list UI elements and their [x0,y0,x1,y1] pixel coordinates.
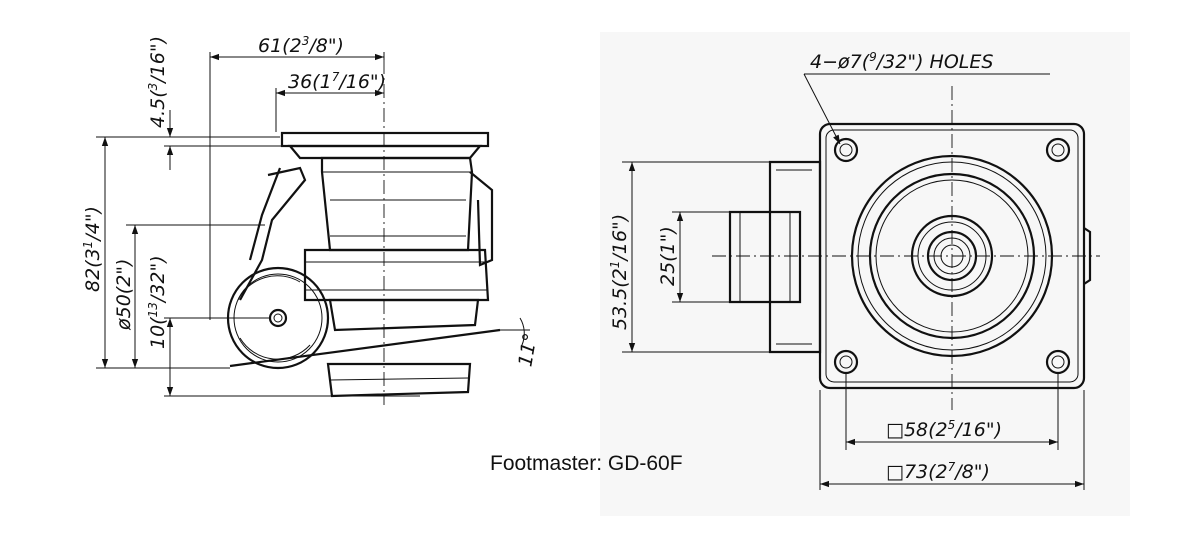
dim-width-total: 61(23/8") [258,34,344,57]
bolt-hole [1045,137,1071,163]
caption: Footmaster: GD-60F [490,452,683,475]
bolt-hole [833,137,859,163]
dim-plate-thickness: 4.5(3/16") [146,36,169,128]
dim-wheel-axle: 10(13/32") [146,255,169,349]
dim-plate-size: □73(27/8") [886,460,990,483]
dim-holes: 4−ø7(9/32") HOLES [810,50,993,73]
top-view-backdrop [600,32,1130,516]
dim-width-offset: 36(17/16") [288,70,386,93]
bolt-hole [1045,349,1071,375]
dim-angle: 11° [514,331,542,368]
dim-wheel-diameter: ø50(2") [113,259,135,331]
side-wheel-axle [268,308,288,328]
side-view [96,52,530,405]
side-mounting-plate [280,131,490,148]
bolt-hole [833,349,859,375]
dim-hole-spacing: □58(25/16") [886,418,1002,441]
dim-height-total: 82(31/4") [81,206,104,292]
top-view [622,73,1100,490]
dim-plate-height: 53.5(21/16") [608,214,631,330]
dim-pad-height: 25(1") [657,226,679,286]
